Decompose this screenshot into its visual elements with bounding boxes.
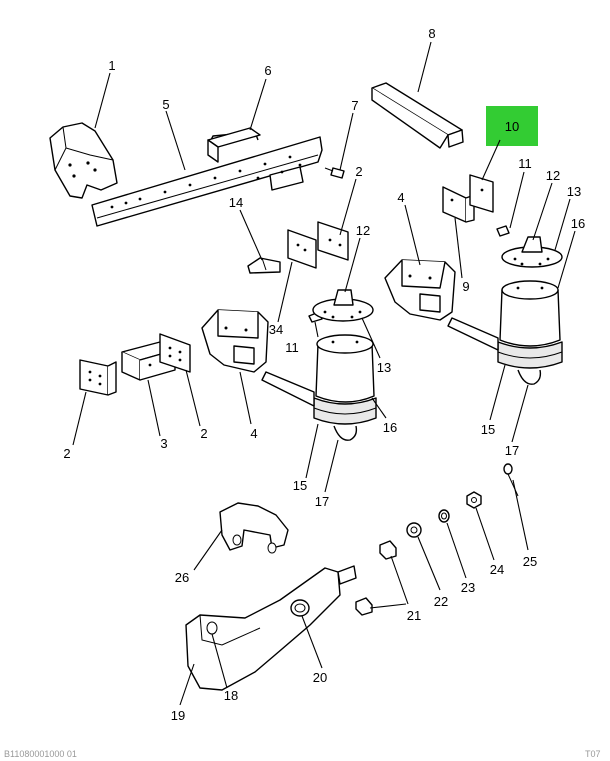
callout-11-right: 11 <box>518 156 532 171</box>
callout-4-left: 4 <box>250 426 257 441</box>
callout-34: 34 <box>269 322 283 337</box>
part-6-crossmember <box>207 127 261 163</box>
callout-26: 26 <box>175 570 189 585</box>
callout-3: 3 <box>160 436 167 451</box>
callout-9: 9 <box>462 279 469 294</box>
callout-12-right: 12 <box>546 168 560 183</box>
part-34-bracket <box>287 221 349 269</box>
callout-10: 10 <box>505 119 519 134</box>
callout-24: 24 <box>490 562 504 577</box>
callout-18: 18 <box>224 688 238 703</box>
part-16-air-spring-right <box>447 280 563 385</box>
part-26-spring-bracket <box>219 502 289 554</box>
footer-left-code: B11080001000 01 <box>4 749 77 759</box>
part-7-bolt <box>324 167 345 179</box>
callout-21: 21 <box>407 608 421 623</box>
footer-right-code: T07 <box>585 749 601 759</box>
callout-17-left: 17 <box>315 494 329 509</box>
callout-16-left: 16 <box>383 420 397 435</box>
callout-13-right: 13 <box>567 184 581 199</box>
callout-12-left: 12 <box>356 223 370 238</box>
callout-20: 20 <box>313 670 327 685</box>
callout-22: 22 <box>434 594 448 609</box>
callout-7: 7 <box>351 98 358 113</box>
part-2-bracket-lower-mid <box>159 333 191 373</box>
callout-15-right: 15 <box>481 422 495 437</box>
part-23-lock-washer <box>438 509 450 523</box>
callout-2-upper: 2 <box>355 164 362 179</box>
part-2-bracket-lower-left <box>79 359 117 396</box>
part-4-hanger-right <box>384 259 456 321</box>
part-13-top-plate-right <box>501 236 563 268</box>
callout-6: 6 <box>264 63 271 78</box>
part-19-beam <box>185 565 357 691</box>
part-14-bracket <box>247 257 281 274</box>
callout-labels: 1 6 5 7 8 10 11 12 13 16 4 9 14 2 12 34 … <box>63 26 585 723</box>
part-4-hanger-left <box>201 309 269 373</box>
callout-13-left: 13 <box>377 360 391 375</box>
callout-11-left: 11 <box>285 340 299 355</box>
callout-8: 8 <box>428 26 435 41</box>
part-1-front-hanger <box>49 122 118 199</box>
part-24-nut <box>466 491 482 509</box>
part-13-top-plate-left <box>312 289 374 322</box>
highlight-box-10 <box>486 106 538 146</box>
callout-5: 5 <box>162 97 169 112</box>
part-9-bracket <box>442 174 494 223</box>
part-5-frame-rail <box>91 131 323 227</box>
part-21-bushings <box>355 540 397 616</box>
leader-lines <box>72 41 576 706</box>
part-8-channel-bracket <box>371 82 464 149</box>
callout-17-right: 17 <box>505 443 519 458</box>
part-16-air-spring-left <box>261 334 377 441</box>
callout-1: 1 <box>108 58 115 73</box>
part-22-washer <box>406 522 422 538</box>
part-25-cotter-pin <box>503 463 519 497</box>
callout-15-left: 15 <box>293 478 307 493</box>
callout-19: 19 <box>171 708 185 723</box>
callout-23: 23 <box>461 580 475 595</box>
callout-14: 14 <box>229 195 243 210</box>
callout-16-right: 16 <box>571 216 585 231</box>
callout-25: 25 <box>523 554 537 569</box>
callout-2-left: 2 <box>63 446 70 461</box>
callout-4-right: 4 <box>397 190 404 205</box>
callout-2-mid: 2 <box>200 426 207 441</box>
